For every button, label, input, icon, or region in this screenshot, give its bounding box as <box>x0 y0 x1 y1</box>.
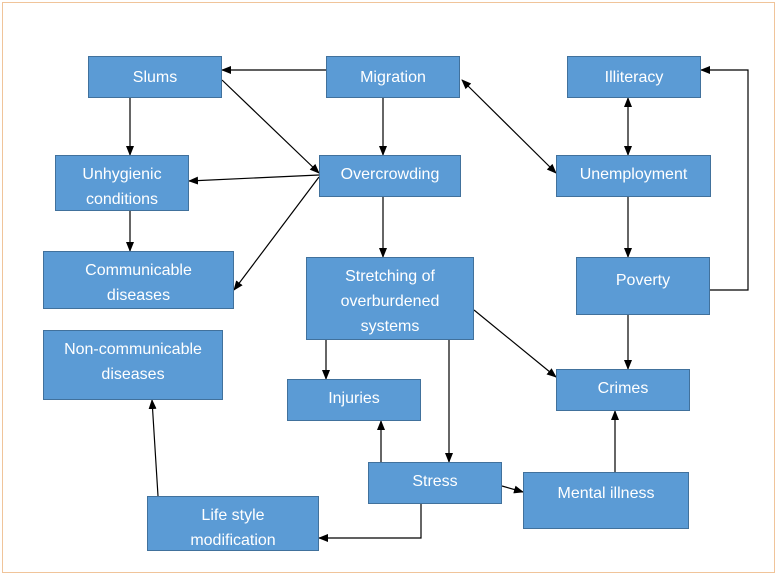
node-poverty: Poverty <box>576 257 710 315</box>
node-stress: Stress <box>368 462 502 504</box>
edge-poverty-to-illiteracy <box>700 66 749 291</box>
node-label-unhygienic: Unhygienic conditions <box>82 166 162 208</box>
node-label-noncommunicable: Non-communicable diseases <box>64 341 202 383</box>
node-slums: Slums <box>88 56 222 98</box>
node-label-injuries: Injuries <box>328 390 380 407</box>
node-noncommunicable: Non-communicable diseases <box>43 330 223 400</box>
node-label-stress: Stress <box>412 473 458 490</box>
node-unemployment: Unemployment <box>556 155 711 197</box>
edge-overcrowding-to-communicable <box>233 176 320 291</box>
node-illiteracy: Illiteracy <box>567 56 701 98</box>
edge-migration-to-unemployment <box>461 79 557 174</box>
node-label-unemployment: Unemployment <box>579 166 688 183</box>
node-injuries: Injuries <box>287 379 421 421</box>
node-label-stretching: Stretching of overburdened systems <box>340 268 440 335</box>
node-label-illiteracy: Illiteracy <box>604 69 664 86</box>
node-label-lifestyle: Life style modification <box>190 507 276 549</box>
edge-lifestyle-to-noncommunicable <box>148 399 159 497</box>
node-mental: Mental illness <box>523 472 689 529</box>
node-overcrowding: Overcrowding <box>319 155 461 197</box>
node-label-slums: Slums <box>132 69 178 86</box>
edge-stress-to-lifestyle <box>318 504 422 542</box>
node-stretching: Stretching of overburdened systems <box>306 257 474 340</box>
node-label-mental: Mental illness <box>557 485 655 502</box>
node-label-overcrowding: Overcrowding <box>340 166 440 183</box>
diagram-frame <box>2 2 775 573</box>
node-label-crimes: Crimes <box>597 380 649 397</box>
edge-stress-to-mental <box>501 485 524 494</box>
node-unhygienic: Unhygienic conditions <box>55 155 189 211</box>
node-migration: Migration <box>326 56 460 98</box>
node-label-poverty: Poverty <box>615 272 671 289</box>
node-label-migration: Migration <box>360 69 426 86</box>
node-crimes: Crimes <box>556 369 690 411</box>
edge-stretching-to-crimes <box>473 309 557 378</box>
edge-slums-to-overcrowding <box>221 79 320 174</box>
edge-overcrowding-to-unhygienic <box>188 174 320 185</box>
node-communicable: Communicable diseases <box>43 251 234 309</box>
node-lifestyle: Life style modification <box>147 496 319 551</box>
node-label-communicable: Communicable diseases <box>85 262 192 304</box>
